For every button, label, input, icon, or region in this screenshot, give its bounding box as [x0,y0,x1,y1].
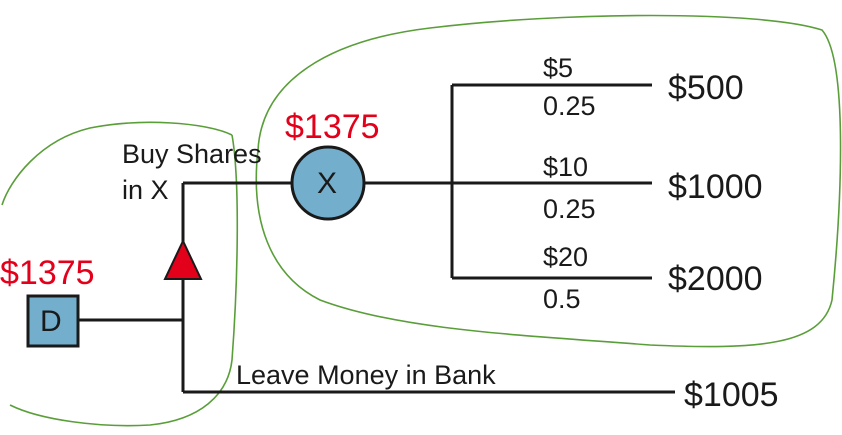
outcome-3-price: $20 [543,242,589,272]
chance-node [290,145,366,221]
outcome-3-payoff: $2000 [668,260,763,298]
outcome-2-probability: 0.25 [543,194,596,224]
buy-branch-label-line2: in X [122,175,169,205]
outcome-3-probability: 0.5 [543,284,581,314]
leave-branch-outcome: $1005 [684,376,779,414]
buy-branch-label-line1: Buy Shares [122,139,262,169]
annotation-loop-left [1,121,239,427]
outcome-2-price: $10 [543,152,589,182]
outcome-1-probability: 0.25 [543,91,596,121]
chance-node-letter: X [317,167,338,200]
leave-branch-label: Leave Money in Bank [236,360,496,390]
decision-node [26,294,80,348]
chance-node-value: $1375 [285,108,380,146]
outcome-1-price: $5 [543,53,574,83]
decision-node-letter: D [40,305,62,338]
annotation-loop-right [255,14,842,348]
decision-node-value: $1375 [0,254,95,292]
outcome-2-payoff: $1000 [668,168,763,206]
outcome-1-payoff: $500 [668,69,744,107]
chosen-branch-triangle [163,238,203,280]
